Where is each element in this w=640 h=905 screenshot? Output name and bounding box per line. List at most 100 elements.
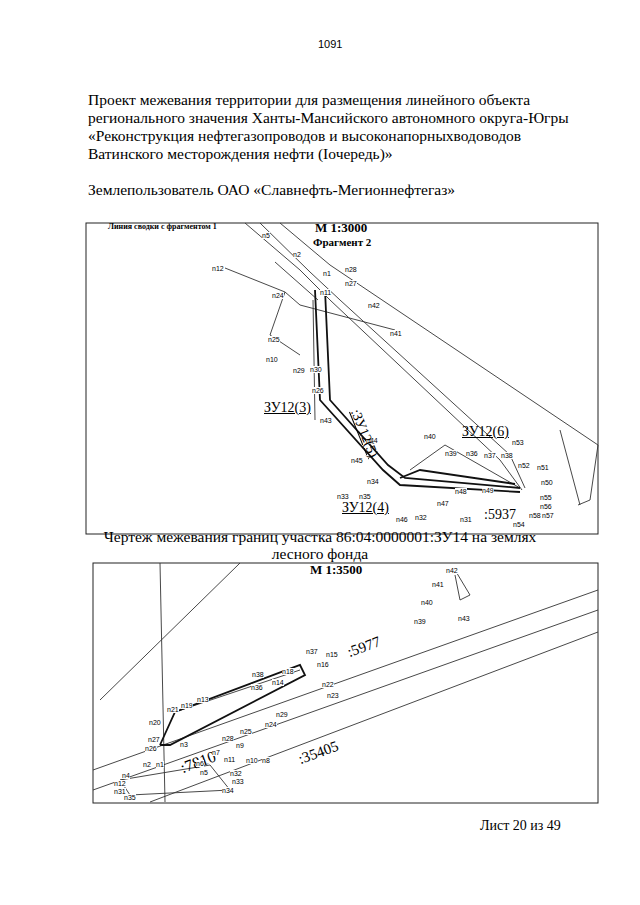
land-user: Землепользователь ОАО «Славнефть-Мегионн…: [88, 181, 455, 199]
map-note: Лист 20 из 49: [480, 818, 561, 834]
boundary-line: [245, 223, 522, 490]
point-label: n35: [124, 794, 136, 801]
point-label: n56: [540, 503, 552, 510]
point-label: n34: [367, 478, 379, 485]
boundary-line: [270, 292, 300, 355]
point-label: n24: [265, 721, 277, 728]
parcel-label: :35405: [296, 738, 341, 768]
map-note: Линия сводки с фрагментом 1: [108, 222, 217, 231]
point-label: n32: [230, 770, 242, 777]
point-label: n45: [351, 457, 363, 464]
point-label: n39: [445, 450, 457, 457]
boundary-line: [93, 590, 598, 770]
point-label: n50: [541, 479, 553, 486]
point-label: n29: [293, 367, 305, 374]
map-note: Чертеж межевания границ участка 86:04:00…: [80, 528, 560, 562]
parcel-label: ЗУ12(6): [462, 424, 509, 440]
point-label: n27: [345, 280, 357, 287]
page-number: 1091: [318, 38, 342, 51]
point-label: n23: [327, 692, 339, 699]
parcel-boundary: [315, 290, 520, 492]
point-label: n1: [156, 761, 164, 768]
point-label: n18: [282, 668, 294, 675]
point-label: n38: [252, 671, 264, 678]
point-label: n28: [345, 266, 357, 273]
point-label: n26: [312, 387, 324, 394]
map-frame: [86, 223, 598, 534]
point-label: n29: [276, 711, 288, 718]
point-label: n43: [320, 417, 332, 424]
parcel-label: ЗУ12(4): [342, 500, 389, 516]
point-label: n42: [368, 302, 380, 309]
boundary-line: [93, 610, 598, 790]
parcel-label: :ЗУ12(5): [347, 407, 381, 460]
point-label: n57: [542, 512, 554, 519]
point-label: n53: [512, 439, 524, 446]
point-label: n21: [167, 706, 179, 713]
point-label: n28: [222, 735, 234, 742]
boundary-line: [578, 500, 590, 505]
point-label: n14: [272, 679, 284, 686]
point-label: n10: [266, 356, 278, 363]
point-label: n3: [180, 741, 188, 748]
point-label: n55: [540, 494, 552, 501]
parcel-boundary: [400, 470, 515, 484]
point-label: n42: [446, 567, 458, 574]
point-label: n2: [293, 251, 301, 258]
boundary-line: [120, 765, 230, 795]
boundary-line: [560, 430, 580, 505]
point-label: n32: [415, 514, 427, 521]
point-label: n40: [421, 599, 433, 606]
parcel-label: ЗУ12(3): [264, 400, 311, 416]
point-label: n39: [414, 618, 426, 625]
point-label: n4: [122, 772, 130, 779]
point-label: n36: [251, 684, 263, 691]
point-label: n19: [181, 702, 193, 709]
point-label: n5: [262, 232, 270, 239]
boundary-line: [150, 632, 598, 802]
boundary-line: [260, 223, 525, 488]
point-label: n31: [460, 516, 472, 523]
point-label: n24: [272, 292, 284, 299]
point-label: n8: [262, 757, 270, 764]
point-label: n34: [222, 787, 234, 794]
point-label: n52: [518, 462, 530, 469]
title: Проект межевания территории для размещен…: [88, 91, 588, 163]
point-label: n40: [424, 433, 436, 440]
map-note: Фрагмент 2: [313, 236, 371, 249]
parcel-boundary: [160, 665, 305, 745]
parcel-boundary: [325, 290, 520, 488]
point-label: n6: [196, 760, 204, 767]
point-label: n54: [513, 521, 525, 528]
point-label: n15: [326, 651, 338, 658]
boundary-line: [455, 570, 470, 600]
point-label: n5: [200, 769, 208, 776]
point-label: n36: [466, 450, 478, 457]
point-label: n26: [145, 745, 157, 752]
boundary-line: [590, 445, 598, 500]
map-note: М 1:3500: [310, 563, 362, 578]
point-label: n22: [322, 681, 334, 688]
point-label: n12: [212, 265, 224, 272]
point-label: n16: [317, 661, 329, 668]
point-label: n2: [143, 761, 151, 768]
point-label: n30: [310, 366, 322, 373]
boundary-line: [225, 268, 395, 330]
parcel-label: :5977: [345, 633, 383, 661]
point-label: n20: [149, 719, 161, 726]
point-label: n38: [501, 452, 513, 459]
point-label: n12: [114, 780, 126, 787]
point-label: n13: [197, 696, 209, 703]
point-label: n27: [148, 736, 160, 743]
point-label: n9: [236, 742, 244, 749]
point-label: n37: [306, 648, 318, 655]
map-frame: [93, 563, 598, 803]
point-label: n58: [529, 512, 541, 519]
boundary-line: [100, 563, 240, 700]
point-label: n33: [337, 493, 349, 500]
point-label: n11: [224, 756, 235, 763]
point-label: n35: [359, 493, 371, 500]
map-note: М 1:3000: [315, 221, 367, 236]
boundary-line: [313, 300, 315, 420]
